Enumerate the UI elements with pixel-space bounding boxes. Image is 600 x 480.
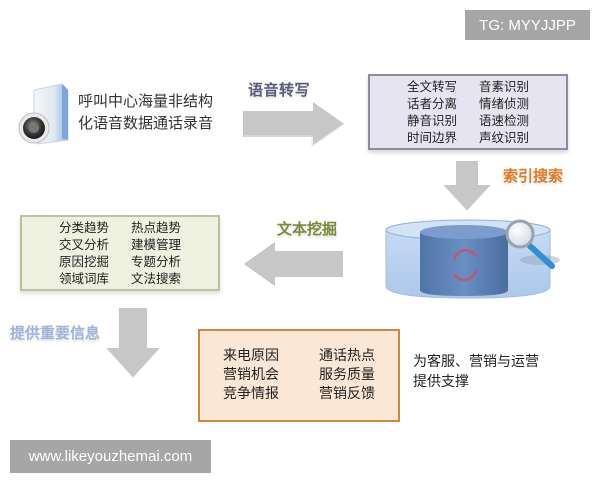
mining-item: 交叉分析 (58, 237, 109, 252)
text-mining-box: 分类趋势 交叉分析 原因挖掘 领域词库 热点趋势 建模管理 专题分析 文法搜索 (20, 215, 220, 291)
left-arrow-icon (238, 236, 348, 292)
source-line-1: 呼叫中心海量非结构 (78, 92, 214, 110)
mining-item: 文法搜索 (131, 271, 182, 286)
mining-item: 专题分析 (131, 254, 182, 269)
mining-item: 原因挖掘 (58, 254, 109, 269)
feature-item: 静音识别 (406, 113, 457, 128)
watermark-bottom-left: www.likeyouzhemai.com (10, 440, 211, 473)
source-description: 呼叫中心海量非结构 化语音数据通话录音 (78, 90, 213, 134)
mining-item: 建模管理 (131, 237, 182, 252)
mining-item: 领域词库 (58, 271, 109, 286)
speech-transcription-label: 语音转写 (248, 81, 311, 99)
insight-item: 服务质量 (319, 367, 375, 383)
feature-item: 音素识别 (479, 79, 530, 94)
insight-item: 通话热点 (319, 348, 375, 364)
insight-item: 营销机会 (223, 367, 279, 383)
feature-item: 语速检测 (479, 113, 530, 128)
feature-item: 情绪侦测 (479, 96, 530, 111)
feature-item: 声纹识别 (479, 130, 530, 145)
speech-features-col-1: 全文转写 话者分离 静音识别 时间边界 (407, 78, 457, 146)
down-arrow-icon (437, 158, 497, 214)
output-insights-box: 来电原因 营销机会 竞争情报 通话热点 服务质量 营销反馈 (198, 329, 400, 422)
down-arrow-icon (101, 305, 165, 381)
source-line-2: 化语音数据通话录音 (78, 114, 214, 132)
speech-features-col-2: 音素识别 情绪侦测 语速检测 声纹识别 (479, 78, 529, 146)
watermark-top-right: TG: MYYJJPP (465, 10, 590, 40)
feature-item: 全文转写 (406, 79, 457, 94)
mining-item: 热点趋势 (131, 220, 182, 235)
mining-item: 分类趋势 (58, 220, 109, 235)
text-mining-label: 文本挖掘 (277, 220, 338, 238)
insight-item: 竞争情报 (223, 386, 279, 402)
output-col-1: 来电原因 营销机会 竞争情报 (223, 347, 279, 404)
output-note: 为客服、营销与运营 提供支撑 (413, 352, 539, 392)
text-mining-col-2: 热点趋势 建模管理 专题分析 文法搜索 (131, 219, 181, 287)
speech-features-box: 全文转写 话者分离 静音识别 时间边界 音素识别 情绪侦测 语速检测 声纹识别 (368, 74, 568, 150)
database-search-icon (380, 210, 560, 302)
output-col-2: 通话热点 服务质量 营销反馈 (319, 347, 375, 404)
feature-item: 话者分离 (406, 96, 457, 111)
output-note-line-2: 提供支撑 (413, 374, 469, 390)
provide-info-label: 提供重要信息 (10, 324, 101, 342)
right-arrow-icon (240, 98, 350, 150)
index-search-label: 索引搜索 (503, 167, 564, 185)
feature-item: 时间边界 (406, 130, 457, 145)
output-note-line-1: 为客服、营销与运营 (413, 354, 539, 370)
speaker-file-icon (14, 82, 74, 148)
text-mining-col-1: 分类趋势 交叉分析 原因挖掘 领域词库 (59, 219, 109, 287)
insight-item: 营销反馈 (319, 386, 375, 402)
insight-item: 来电原因 (223, 348, 279, 364)
